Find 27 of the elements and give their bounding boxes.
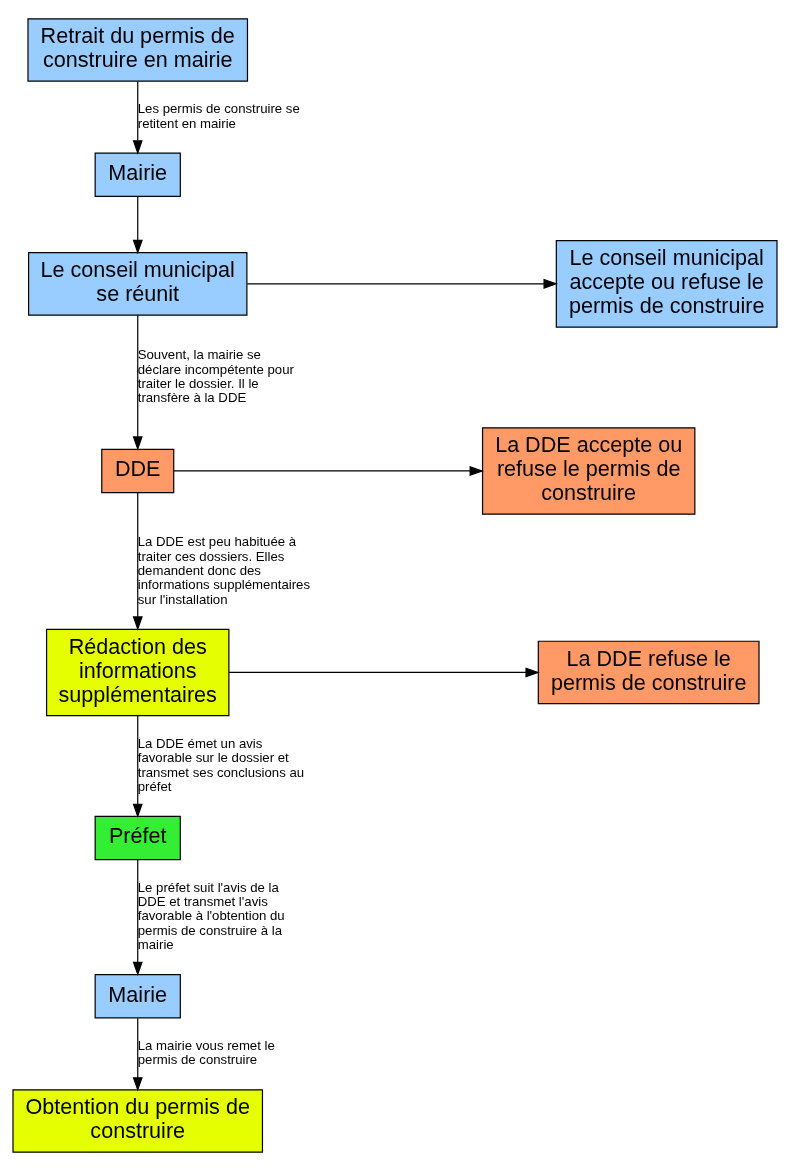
arrow <box>132 80 143 155</box>
edge-label: La DDE émet un avis favorable sur le dossier et transmet ses conclusions au préfet <box>137 735 305 794</box>
arrow <box>132 314 143 451</box>
node-box: Le conseil municipal accepte ou refuse le permis de construire <box>555 240 778 328</box>
edge-label: La DDE est peu habituée à traiter ces dossiers. Elles demandent donc des informations supplémentaires sur l'installation <box>137 534 310 607</box>
node-box: La DDE refuse le permis de construire <box>537 640 760 705</box>
arrow <box>132 715 143 819</box>
arrow <box>132 492 143 631</box>
edge-label: La mairie vous remet le permis de construire <box>137 1038 275 1068</box>
arrow <box>132 859 143 977</box>
node-box: Mairie <box>94 152 181 197</box>
arrow <box>246 278 558 289</box>
arrow <box>228 667 540 678</box>
edge-label: Souvent, la mairie se déclare incompétente pour traiter le dossier. Il le transfère à la DDE <box>137 347 294 406</box>
edge-label: Les permis de construire se retitent en mairie <box>137 101 300 131</box>
node-box: Le conseil municipal se réunit <box>28 252 248 316</box>
node-box: La DDE accepte ou refuse le permis de construire <box>481 427 696 515</box>
arrow <box>173 465 484 476</box>
node-box: DDE <box>101 448 175 494</box>
arrow <box>132 1017 143 1092</box>
edge-label: Le préfet suit l'avis de la DDE et transmet l'avis favorable à l'obtention du permis de construire à la mairie <box>137 879 285 953</box>
node-box: Préfet <box>94 815 181 861</box>
node-box: Retrait du permis de construire en mairie <box>27 18 249 82</box>
node-box: Rédaction des informations supplémentaires <box>46 628 230 717</box>
node-box: Obtention du permis de construire <box>12 1089 264 1153</box>
arrow <box>132 195 143 255</box>
node-box: Mairie <box>94 974 181 1019</box>
